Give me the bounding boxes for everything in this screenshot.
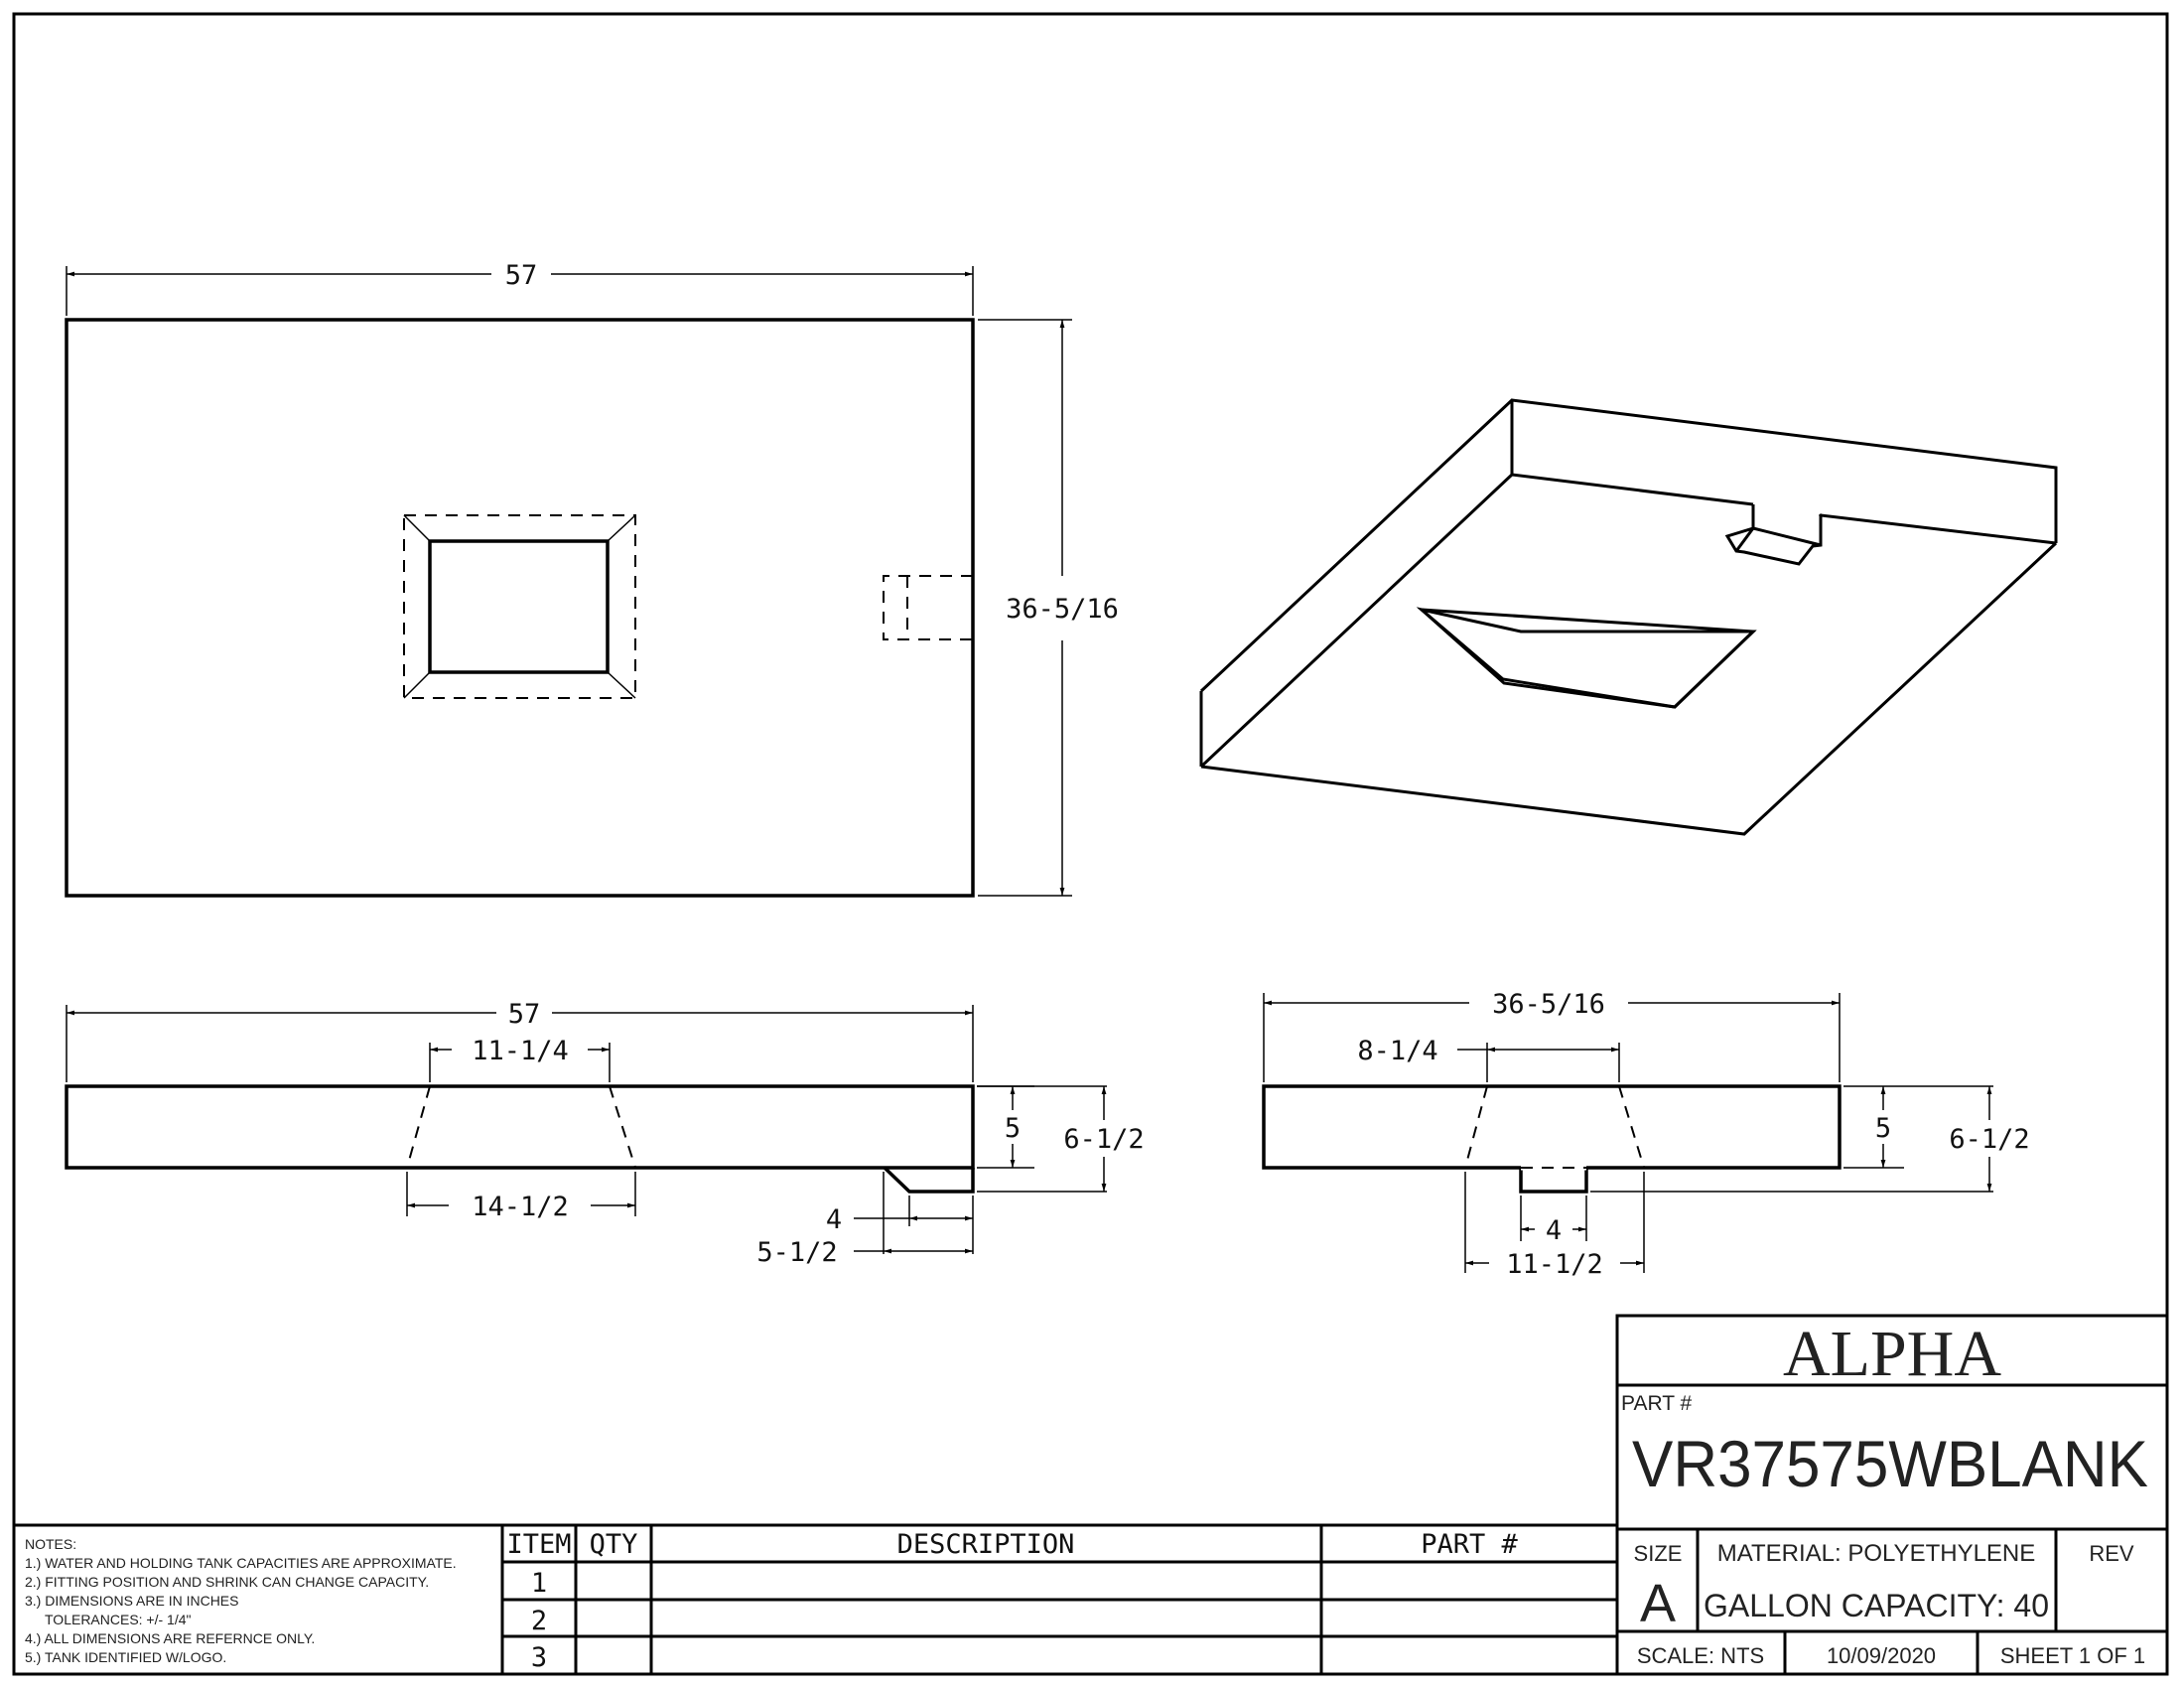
front-step-outer-dim: 5-1/2	[756, 1237, 837, 1268]
bom-header-item: ITEM	[506, 1529, 571, 1560]
gallon-capacity: GALLON CAPACITY: 40	[1704, 1588, 2049, 1623]
front-step	[883, 1166, 975, 1194]
rev-label: REV	[2089, 1541, 2134, 1566]
part-number-label: PART #	[1621, 1392, 1693, 1415]
notes-heading: NOTES:	[25, 1536, 76, 1552]
note-4: 4.) ALL DIMENSIONS ARE REFERNCE ONLY.	[25, 1630, 315, 1646]
bom-row-item: 3	[531, 1642, 547, 1673]
sump-opening	[428, 539, 610, 674]
top-view: 57 36-5/16	[65, 260, 1119, 898]
side-height-dim: 5	[1875, 1113, 1891, 1144]
iso-sump-opening	[1417, 608, 1757, 709]
note-3-tolerance: TOLERANCES: +/- 1/4"	[45, 1612, 192, 1627]
note-2: 2.) FITTING POSITION AND SHRINK CAN CHAN…	[25, 1574, 429, 1590]
note-5: 5.) TANK IDENTIFIED W/LOGO.	[25, 1649, 226, 1665]
bom-row-item: 2	[531, 1606, 547, 1636]
side-step	[1519, 1168, 1588, 1194]
side-view-outline	[1262, 1084, 1842, 1170]
size-label: SIZE	[1634, 1541, 1683, 1566]
material: MATERIAL: POLYETHYLENE	[1717, 1540, 2036, 1567]
title-block: ALPHA PART # VR37575WBLANK SIZE A MATERI…	[1615, 1314, 2169, 1676]
sump-hidden-outline	[403, 514, 636, 699]
front-sump-top-dim: 11-1/4	[472, 1036, 569, 1066]
side-view: 36-5/16 8-1/4 5 6-1/2 4 11-1/2	[1262, 989, 2030, 1280]
scale: SCALE: NTS	[1637, 1643, 1764, 1668]
top-depth-dim: 36-5/16	[1006, 594, 1119, 625]
bom-row-item: 1	[531, 1568, 547, 1599]
bom-header-part: PART #	[1421, 1529, 1518, 1560]
front-step-dim: 4	[826, 1204, 842, 1235]
top-width-dim: 57	[505, 260, 538, 291]
step-hidden-outline	[883, 575, 973, 640]
drawing-date: 10/09/2020	[1827, 1643, 1936, 1668]
side-sump-top-dim: 8-1/4	[1357, 1036, 1437, 1066]
isometric-view	[1199, 398, 2058, 836]
front-view: 57 11-1/4 14-1/2 5 6-1/2 4 5-1/2	[65, 999, 1145, 1268]
sheet-border	[12, 12, 2169, 1676]
top-view-outline	[65, 318, 975, 898]
side-width-dim: 36-5/16	[1492, 989, 1605, 1020]
sheet-number: SHEET 1 OF 1	[2000, 1643, 2145, 1668]
part-number: VR37575WBLANK	[1632, 1427, 2148, 1500]
side-overall-height-dim: 6-1/2	[1949, 1124, 2029, 1155]
front-view-outline	[65, 1084, 975, 1170]
front-sump-bottom-dim: 14-1/2	[472, 1192, 569, 1222]
side-step-dim: 4	[1546, 1215, 1562, 1246]
note-3: 3.) DIMENSIONS ARE IN INCHES	[25, 1593, 238, 1609]
bom-header-description: DESCRIPTION	[897, 1529, 1075, 1560]
company-name: ALPHA	[1783, 1318, 2001, 1390]
size-value: A	[1640, 1574, 1676, 1633]
bom-table: ITEM QTY DESCRIPTION PART # 1 2 3	[506, 1529, 1518, 1673]
side-sump-bottom-dim: 11-1/2	[1506, 1249, 1603, 1280]
note-1: 1.) WATER AND HOLDING TANK CAPACITIES AR…	[25, 1555, 457, 1571]
front-width-dim: 57	[508, 999, 541, 1030]
front-height-dim: 5	[1005, 1113, 1021, 1144]
notes-and-bom: NOTES: 1.) WATER AND HOLDING TANK CAPACI…	[12, 1523, 1619, 1676]
front-overall-height-dim: 6-1/2	[1063, 1124, 1144, 1155]
bom-header-qty: QTY	[590, 1529, 638, 1560]
notes: NOTES: 1.) WATER AND HOLDING TANK CAPACI…	[25, 1536, 457, 1665]
